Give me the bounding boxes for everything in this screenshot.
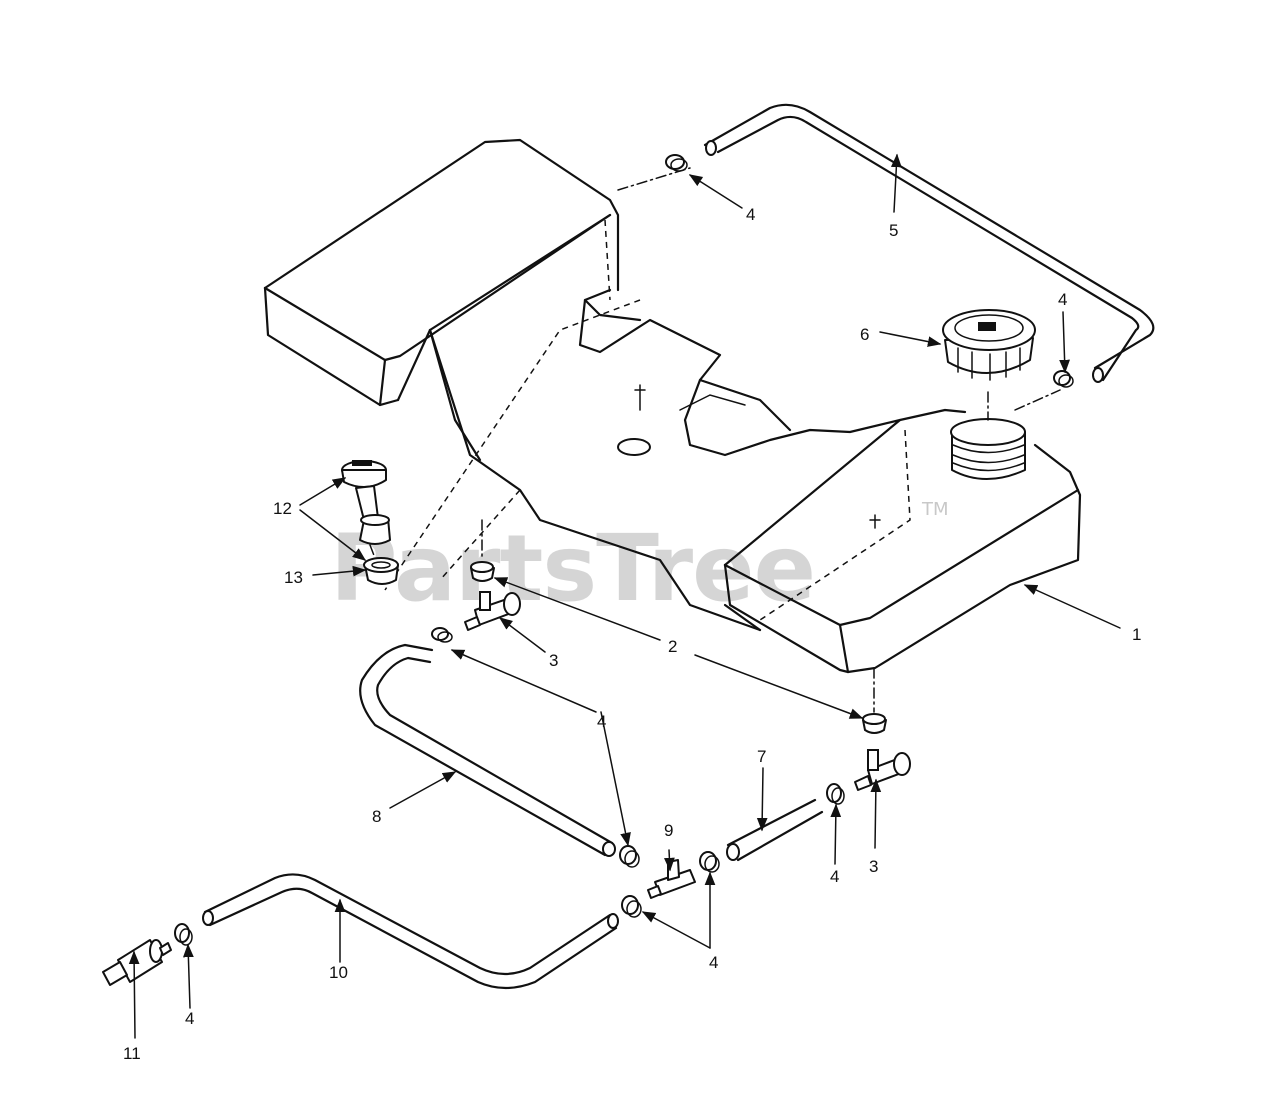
hose-10 [202,873,619,990]
tee-fitting [647,859,696,899]
fuel-filter [102,939,172,986]
bushing-lower [862,713,887,734]
callout-10: 10 [329,963,348,982]
grommet [363,557,399,585]
fuel-tank [263,138,1082,674]
callout-1: 1 [1132,625,1141,644]
alignment-lines [369,167,1061,713]
hose-7 [726,798,824,862]
fuel-cap [942,309,1036,381]
callout-9: 9 [664,821,673,840]
callout-4-filter: 4 [185,1009,194,1028]
shutoff-valve-lower [854,749,911,791]
callout-3-upper: 3 [549,651,558,670]
leader-lines [128,153,1121,1039]
hose-8 [359,643,616,857]
callout-3-lower: 3 [869,857,878,876]
clamp-low [621,895,642,918]
callout-4-mid: 4 [597,712,606,731]
clamp-filter [174,923,193,946]
callouts: 1 2 3 3 4 4 4 4 4 4 5 6 7 8 9 10 11 12 1… [123,205,1141,1063]
callout-2: 2 [668,637,677,656]
callout-8: 8 [372,807,381,826]
callout-11: 11 [123,1044,141,1063]
callout-7: 7 [757,747,766,766]
watermark-text: PartsTree [330,515,815,622]
callout-5: 5 [889,221,898,240]
watermark: PartsTree TM [330,499,949,622]
callout-4-bottom: 4 [709,953,718,972]
clamp-top [665,154,688,172]
callout-6: 6 [860,325,869,344]
callout-4-right: 4 [1058,290,1067,309]
clamp-mid-right [826,783,845,805]
hose-5 [703,103,1155,383]
bushing-upper [470,561,495,582]
callout-4-top: 4 [746,205,755,224]
clamp-center [699,851,720,873]
watermark-trademark: TM [921,499,949,520]
shutoff-valve-upper [464,591,521,631]
callout-12: 12 [273,499,292,518]
clamp-mid-left [619,845,640,868]
clamp-right [1053,370,1074,388]
callout-4-mid-right: 4 [830,867,839,886]
callout-13: 13 [284,568,303,587]
clamp-upper-left [431,627,453,643]
